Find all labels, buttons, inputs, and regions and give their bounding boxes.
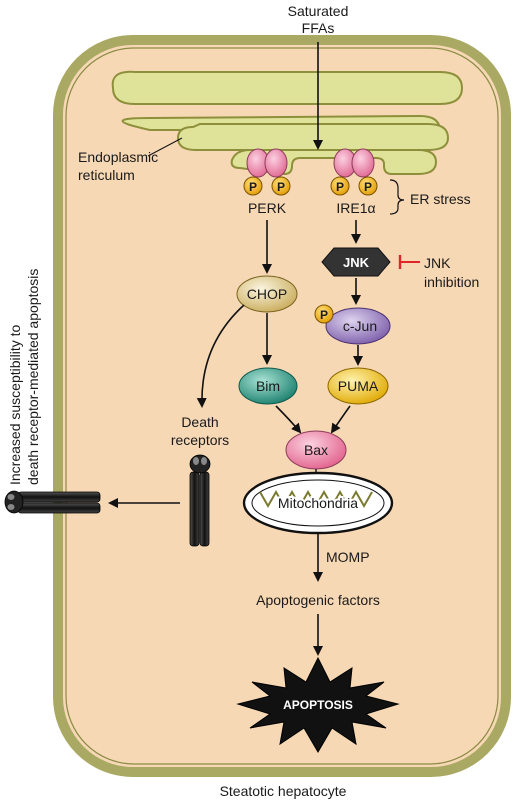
jnk-node	[321, 247, 391, 277]
jnk-inhibition-label-line2: inhibition	[424, 274, 479, 290]
phospho-icon	[314, 304, 334, 324]
momp-label: MOMP	[326, 549, 370, 565]
chop-label: CHOP	[247, 286, 287, 302]
membrane-death-receptor-icon	[4, 490, 101, 514]
er-stress-bracket	[389, 179, 405, 215]
phospho-label: P	[336, 180, 344, 194]
bim-to-bax-arrow	[275, 405, 302, 434]
apoptogenic-factors-label: Apoptogenic factors	[256, 592, 380, 608]
puma-label: PUMA	[338, 378, 379, 394]
er-label-line2: reticulum	[78, 167, 135, 183]
cell-membrane	[53, 35, 511, 777]
bim-node	[238, 367, 298, 405]
death-receptors-label-line2: receptors	[171, 432, 229, 448]
ffa-label-line1: Saturated	[288, 3, 349, 19]
death-receptors-label-line1: Death	[181, 414, 218, 430]
chop-to-death-receptors-arrow	[196, 304, 245, 408]
perk-sensor	[246, 148, 288, 178]
ire1a-sensor	[333, 148, 375, 178]
cjun-node	[325, 307, 391, 345]
ire1a-label: IRE1α	[336, 200, 375, 216]
phospho-label: P	[320, 308, 328, 322]
er-label-line1: Endoplasmic	[78, 149, 158, 165]
cell-label: Steatotic hepatocyte	[220, 783, 347, 799]
er-leader-line	[147, 137, 183, 157]
cell-membrane-inner	[65, 47, 499, 765]
puma-node	[327, 367, 389, 405]
er-stress-label: ER stress	[410, 191, 471, 207]
phospho-icon	[358, 176, 378, 196]
jnk-inhibition-label-line1: JNK	[424, 255, 451, 271]
ffa-label-line2: FFAs	[302, 20, 335, 36]
perk-label: PERK	[248, 200, 287, 216]
puma-to-bax-arrow	[330, 405, 351, 434]
side-label-line1: Increased susceptibility to	[7, 324, 23, 485]
death-receptor-icon	[189, 454, 211, 547]
phospho-icon	[271, 176, 291, 196]
phospho-label: P	[249, 180, 257, 194]
bax-label: Bax	[304, 442, 328, 458]
perk-phospho-group: P P	[243, 176, 291, 196]
apoptosis-label: APOPTOSIS	[283, 698, 353, 712]
chop-node	[236, 275, 298, 313]
phospho-icon	[243, 176, 263, 196]
jnk-label: JNK	[343, 255, 370, 270]
cjun-label: c-Jun	[343, 318, 377, 334]
phospho-label: P	[277, 180, 285, 194]
side-label-line2: death receptor-mediated apoptosis	[25, 269, 41, 485]
phospho-label: P	[364, 180, 372, 194]
ire1a-phospho-group: P P	[330, 176, 378, 196]
side-label: Increased susceptibility to death recept…	[7, 269, 41, 485]
phospho-icon	[330, 176, 350, 196]
bim-label: Bim	[256, 378, 280, 394]
mitochondria-label: Mitochondria	[278, 495, 358, 511]
apoptosis-burst	[236, 656, 400, 753]
